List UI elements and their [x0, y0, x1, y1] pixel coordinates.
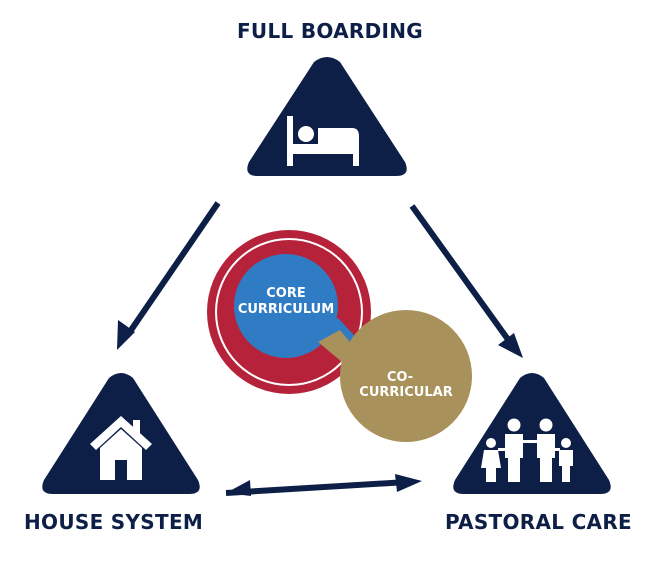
arrow-top-to-right — [409, 204, 523, 358]
bed-icon — [287, 116, 359, 166]
house-icon — [90, 416, 152, 480]
pastoral-care-label: PASTORAL CARE — [444, 510, 632, 534]
co-curricular-circle: CO- CURRICULAR — [318, 310, 472, 442]
full-boarding-label: FULL BOARDING — [236, 19, 424, 43]
arrow-left-to-right — [225, 474, 422, 496]
core-text-line1: CORE — [266, 286, 305, 301]
family-icon — [481, 418, 573, 482]
full-boarding-node — [247, 57, 407, 176]
core-text-line2: CURRICULUM — [238, 302, 334, 317]
house-system-node — [42, 373, 200, 494]
co-text-line1: CO- — [387, 370, 413, 385]
arrow-top-to-left — [117, 201, 221, 350]
pastoral-care-node — [453, 373, 611, 494]
house-system-label: HOUSE SYSTEM — [24, 510, 204, 534]
co-text-line2: CURRICULAR — [359, 385, 452, 400]
